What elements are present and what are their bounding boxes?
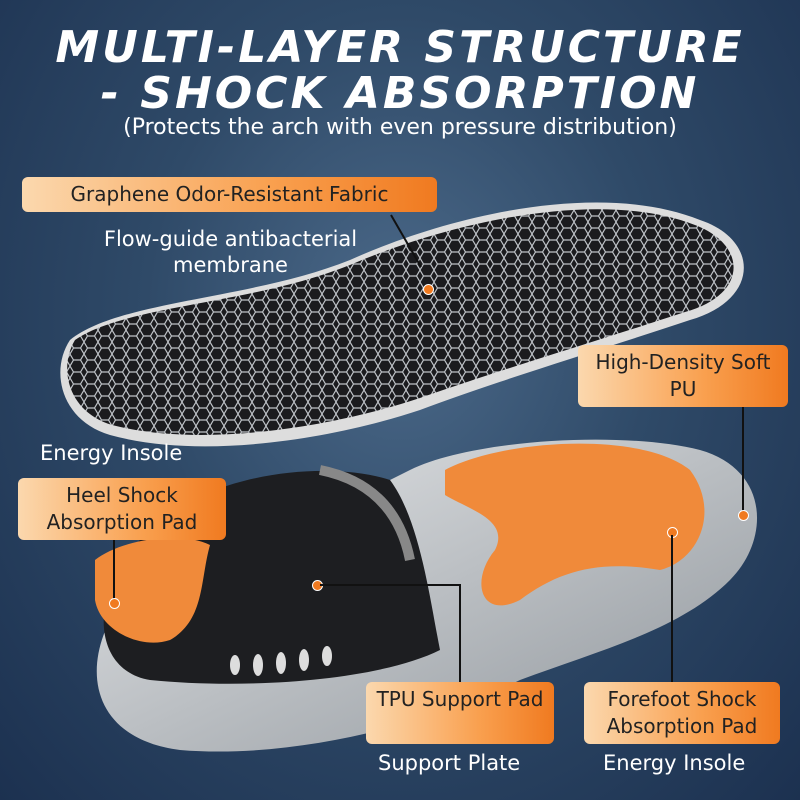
forefoot-pad [445,443,705,606]
subtitle: (Protects the arch with even pressure di… [123,115,677,140]
title-line-2: - Shock Absorption [100,68,700,119]
graphene-fabric-label: Graphene Odor-Resistant Fabric [22,177,437,212]
pu-label: High-Density Soft PU [578,345,788,407]
membrane-label: Flow-guide antibacterial membrane [103,227,358,277]
tpu-pad-label: TPU Support Pad [366,682,554,744]
heel-pad [95,537,210,643]
heel-pad-label: Heel Shock Absorption Pad [18,478,226,540]
energy-insole-bottom-label: Energy Insole [603,751,746,775]
support-plate-label: Support Plate [378,751,521,775]
title-line-1: Multi-Layer Structure [55,22,745,73]
forefoot-pad-label: Forefoot Shock Absorption Pad [584,682,780,744]
energy-insole-top-label: Energy Insole [40,441,183,465]
